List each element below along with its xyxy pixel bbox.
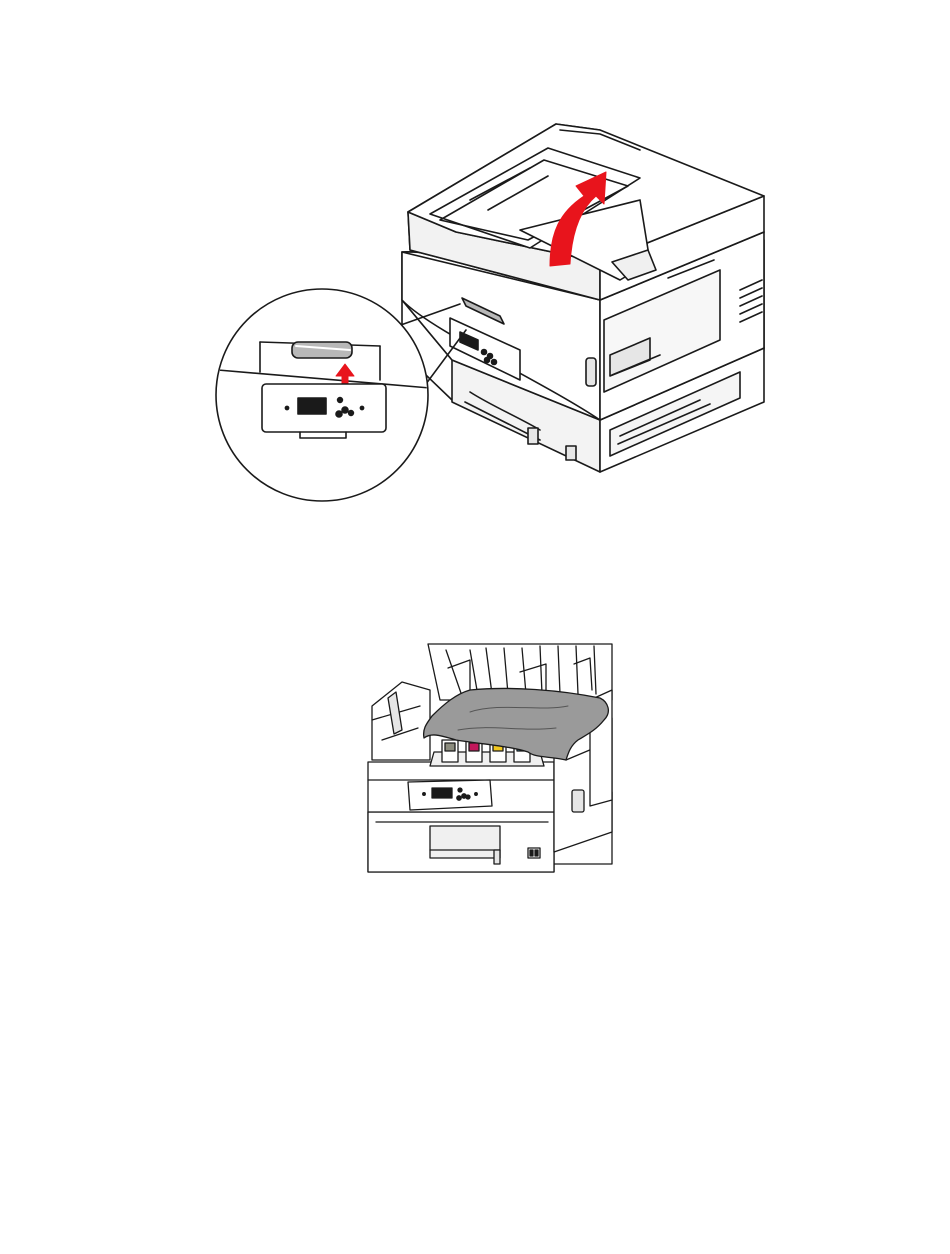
control-panel-icon [262, 384, 386, 438]
figure-open-top-cover [216, 124, 764, 501]
figure-remove-jammed-paper [368, 644, 612, 872]
control-panel-icon [408, 780, 492, 810]
tray-indicator-icon [528, 428, 538, 444]
printer-closed-icon [402, 124, 764, 472]
